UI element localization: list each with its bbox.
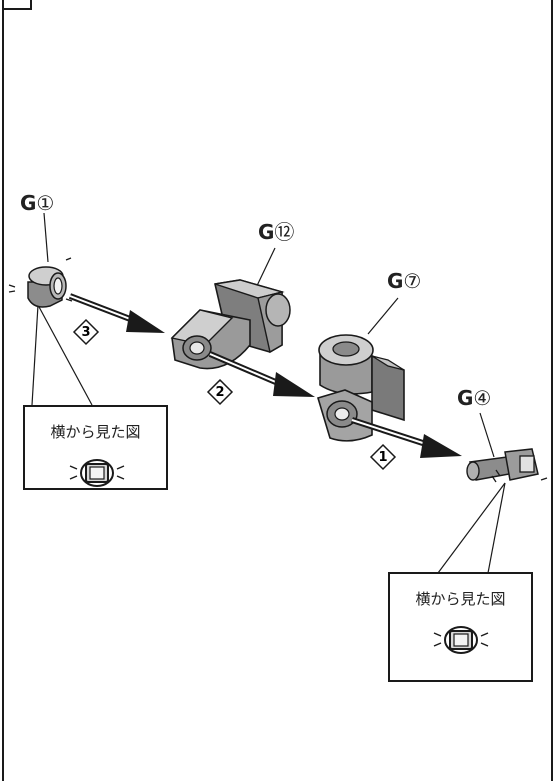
callout-side-view-1-title: 横から見た図 xyxy=(50,423,141,441)
part-label-g12-letter: G xyxy=(258,220,275,244)
assembly-arrows xyxy=(68,293,462,458)
part-label-g4: G④ xyxy=(457,388,491,408)
step-number-3: 3 xyxy=(81,324,91,340)
step-diamond-2 xyxy=(206,378,234,406)
callout-leader-1a xyxy=(31,304,39,406)
part-label-g1-letter: G xyxy=(20,191,37,215)
arrow-step3 xyxy=(68,293,165,333)
part-label-g12-number: ⑫ xyxy=(274,220,295,244)
part-label-g7-letter: G xyxy=(387,269,404,293)
arrow-step2 xyxy=(208,351,315,397)
part-label-g4-number: ④ xyxy=(473,386,492,410)
step-number-2: 2 xyxy=(215,384,225,400)
callout-side-view-1: 横から見た図 xyxy=(23,405,168,490)
corner-box xyxy=(2,0,32,10)
step-number-1: 1 xyxy=(378,449,388,465)
leader-g4 xyxy=(479,412,495,458)
callout-leader-2b xyxy=(487,482,506,574)
callout-leader-1b xyxy=(37,304,93,406)
callout-side-view-2: 横から見た図 xyxy=(388,572,533,682)
part-label-g12: G⑫ xyxy=(258,222,294,242)
leader-lines xyxy=(31,212,506,574)
callout-leader-2a xyxy=(437,482,506,574)
part-label-g7-number: ⑦ xyxy=(403,269,422,293)
part-g7-block xyxy=(317,334,405,442)
step-diamond-3 xyxy=(72,318,100,346)
leader-g7 xyxy=(367,297,399,335)
step-diamond-1 xyxy=(369,443,397,471)
leader-g1 xyxy=(43,212,49,263)
part-label-g4-letter: G xyxy=(457,386,474,410)
part-label-g1: G① xyxy=(20,193,54,213)
callout-side-view-2-title: 横から見た図 xyxy=(415,590,506,608)
part-label-g1-number: ① xyxy=(36,191,55,215)
part-g12-bracket xyxy=(170,279,291,370)
step-diamonds xyxy=(72,318,397,471)
part-g1-bushing xyxy=(8,257,73,308)
part-label-g7: G⑦ xyxy=(387,271,421,291)
arrow-step1 xyxy=(351,417,462,458)
part-g4-pin xyxy=(466,448,548,483)
